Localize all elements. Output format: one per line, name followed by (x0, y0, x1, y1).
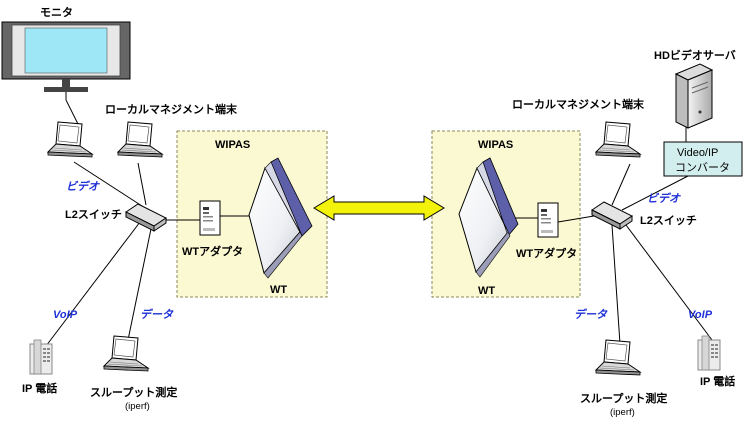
laptop-icon-mgmt-right (595, 121, 641, 158)
video-label-left: ビデオ (66, 180, 100, 193)
data-label-right: データ (574, 308, 608, 321)
converter-line1: Video/IP (677, 147, 718, 159)
ip-phone-icon-right (697, 335, 721, 371)
local-mgmt-label-left: ローカルマネジメント端末 (105, 102, 238, 116)
iperf-label-left: (iperf) (125, 401, 150, 412)
data-label-left: データ (140, 308, 174, 321)
hd-video-server-label: HDビデオサーバ (654, 48, 736, 62)
laptop-icon-video-left (47, 121, 93, 158)
wipas-label-left: WIPAS (215, 139, 250, 151)
converter-line2: コンバータ (675, 161, 730, 174)
iperf-label-right: (iperf) (610, 407, 635, 418)
wt-adapter-icon-right (537, 202, 559, 238)
voip-label-left: VoIP (53, 309, 78, 321)
wt-adapter-icon-left (199, 200, 221, 236)
l2-switch-label-left: L2スイッチ (65, 208, 122, 221)
ip-phone-label-left: IP 電話 (22, 381, 57, 395)
laptop-icon-throughput-left (103, 335, 149, 372)
wt-label-left: WT (270, 284, 287, 296)
wt-adapter-label-right: WTアダプタ (516, 246, 577, 260)
wt-antenna-icon-right (458, 157, 519, 278)
laptop-icon-mgmt-left (117, 121, 163, 158)
wt-antenna-icon-left (248, 157, 313, 279)
l2-switch-icon-right (591, 201, 633, 230)
monitor-icon (1, 21, 131, 92)
throughput-label-right: スループット測定 (580, 391, 667, 405)
ip-phone-label-right: IP 電話 (700, 374, 735, 388)
local-mgmt-label-right: ローカルマネジメント端末 (512, 97, 645, 111)
links-left (45, 92, 252, 347)
monitor-label: モニタ (40, 6, 73, 19)
l2-switch-label-right: L2スイッチ (640, 214, 697, 227)
wt-adapter-label-left: WTアダプタ (182, 244, 243, 258)
throughput-label-left: スループット測定 (90, 385, 177, 399)
video-label-right: ビデオ (647, 192, 681, 205)
voip-label-right: VoIP (688, 309, 713, 321)
l2-switch-icon-left (125, 203, 167, 232)
wipas-label-right: WIPAS (478, 139, 513, 151)
wt-label-right: WT (478, 285, 495, 297)
wireless-link-arrow (313, 195, 445, 221)
ip-phone-icon-left (29, 339, 53, 375)
server-icon (674, 63, 714, 129)
laptop-icon-throughput-right (595, 339, 641, 376)
video-ip-converter: Video/IP コンバータ (663, 141, 743, 177)
